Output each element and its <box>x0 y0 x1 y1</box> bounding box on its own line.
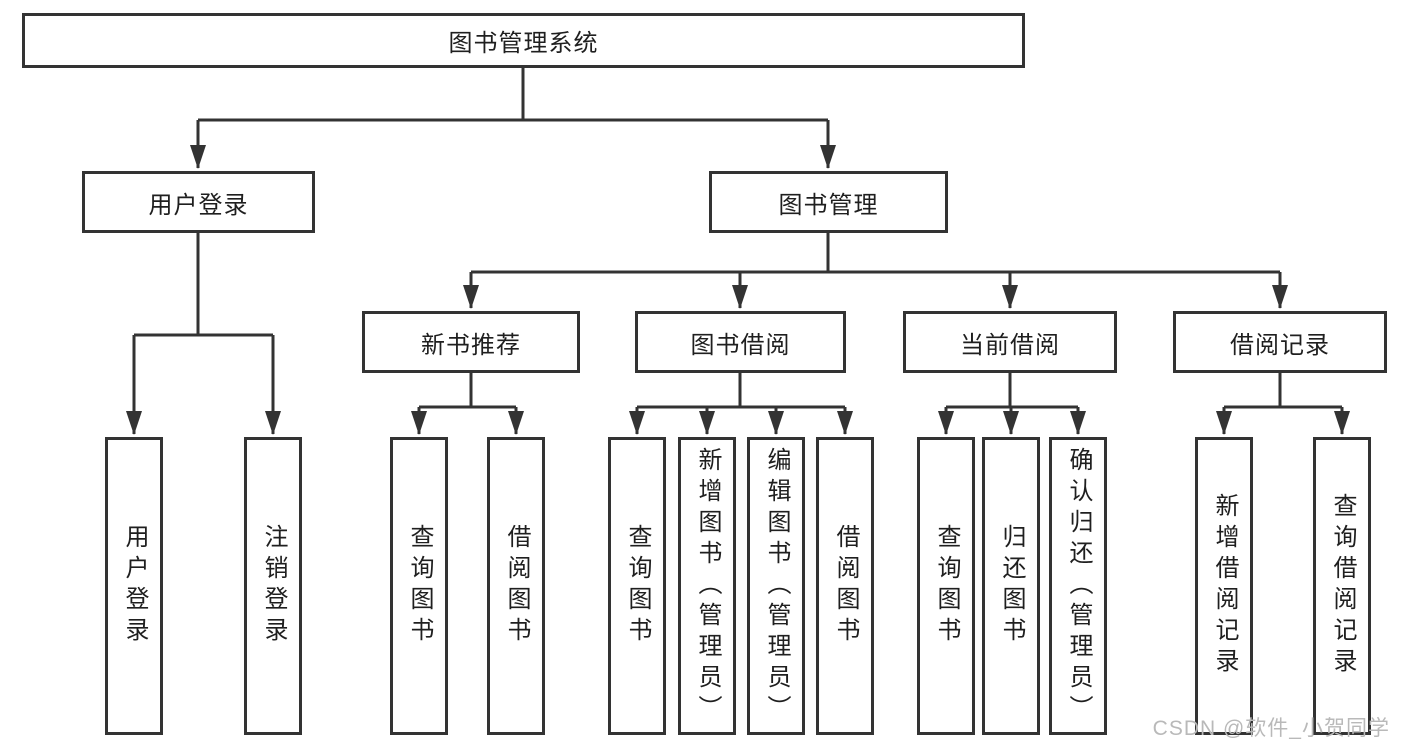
leaf-newbook-query-books: 查询图书 <box>390 437 448 735</box>
leaf-label: 借阅图书 <box>503 524 530 648</box>
leaf-label: 查询图书 <box>933 524 960 648</box>
leaf-user-login: 用户登录 <box>105 437 163 735</box>
leaf-label: 新增图书（管理员） <box>694 446 721 726</box>
node-label: 图书管理 <box>778 191 879 219</box>
node-book-borrow: 图书借阅 <box>635 311 846 373</box>
leaf-current-query-books: 查询图书 <box>917 437 975 735</box>
tree-arrows <box>126 120 1350 435</box>
node-label: 图书借阅 <box>690 331 791 359</box>
node-label: 当前借阅 <box>960 331 1060 359</box>
leaf-current-return-books: 归还图书 <box>982 437 1040 735</box>
leaf-current-confirm-return-admin: 确认归还（管理员） <box>1049 437 1107 735</box>
node-label: 用户登录 <box>148 191 249 219</box>
node-label: 新书推荐 <box>421 331 521 359</box>
leaf-label: 编辑图书（管理员） <box>763 446 790 726</box>
leaf-borrow-query-books: 查询图书 <box>608 437 666 735</box>
leaf-label: 查询图书 <box>406 524 433 648</box>
node-borrow-records: 借阅记录 <box>1173 311 1387 373</box>
leaf-label: 查询图书 <box>624 524 651 648</box>
leaf-label: 新增借阅记录 <box>1211 493 1238 679</box>
node-book-management: 图书管理 <box>709 171 948 233</box>
leaf-logout: 注销登录 <box>244 437 302 735</box>
leaf-borrow-borrow-books: 借阅图书 <box>816 437 874 735</box>
leaf-newbook-borrow-books: 借阅图书 <box>487 437 545 735</box>
leaf-borrow-edit-books-admin: 编辑图书（管理员） <box>747 437 805 735</box>
leaf-records-add-record: 新增借阅记录 <box>1195 437 1253 735</box>
csdn-watermark: CSDN @软件_小贺同学 <box>1152 717 1390 740</box>
node-user-login: 用户登录 <box>82 171 315 233</box>
leaf-label: 注销登录 <box>260 524 287 648</box>
node-current-borrow: 当前借阅 <box>903 311 1117 373</box>
leaf-label: 用户登录 <box>121 524 148 648</box>
leaf-label: 归还图书 <box>998 524 1025 648</box>
leaf-records-query-record: 查询借阅记录 <box>1313 437 1371 735</box>
node-label: 图书管理系统 <box>448 30 599 57</box>
leaf-label: 借阅图书 <box>832 524 859 648</box>
node-label: 借阅记录 <box>1230 331 1330 359</box>
leaf-label: 确认归还（管理员） <box>1065 446 1092 726</box>
leaf-label: 查询借阅记录 <box>1329 493 1356 679</box>
leaf-borrow-add-books-admin: 新增图书（管理员） <box>678 437 736 735</box>
node-root-system: 图书管理系统 <box>22 13 1025 68</box>
node-new-book-recommend: 新书推荐 <box>362 311 580 373</box>
